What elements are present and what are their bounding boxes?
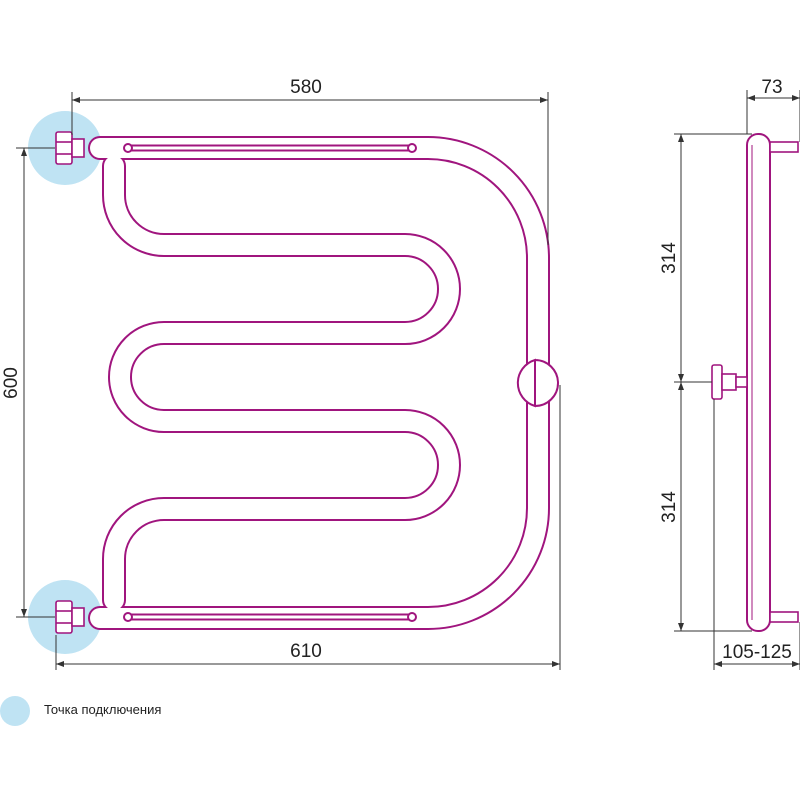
dimension-arrows-side — [678, 95, 800, 667]
wall-mount-disc — [516, 358, 559, 408]
dimension-bottom-width: 610 — [290, 641, 322, 662]
legend-label: Точка подключения — [44, 702, 162, 717]
connection-point-legend-icon — [0, 696, 30, 726]
dimension-height: 600 — [1, 367, 22, 399]
nut-fitting-bottom — [55, 600, 85, 634]
dimension-top-width: 580 — [290, 77, 322, 98]
side-view-wall-bracket — [711, 364, 748, 400]
dimension-upper-half: 314 — [659, 242, 680, 274]
side-view — [711, 133, 799, 632]
serpentine-pipe — [88, 136, 550, 630]
hanger-bar-top — [123, 143, 417, 153]
dimension-arrows-front — [21, 97, 560, 667]
dimension-lower-half: 314 — [659, 491, 680, 523]
side-view-outlet-bottom — [769, 611, 799, 623]
dimension-depth: 73 — [761, 77, 782, 98]
nut-fitting-top — [55, 131, 85, 165]
dimension-wall-distance: 105-125 — [722, 642, 792, 663]
side-view-pipe — [746, 133, 771, 632]
hanger-bar-bottom — [123, 612, 417, 622]
dimension-lines-front — [16, 92, 561, 670]
side-view-outlet-top — [769, 141, 799, 153]
